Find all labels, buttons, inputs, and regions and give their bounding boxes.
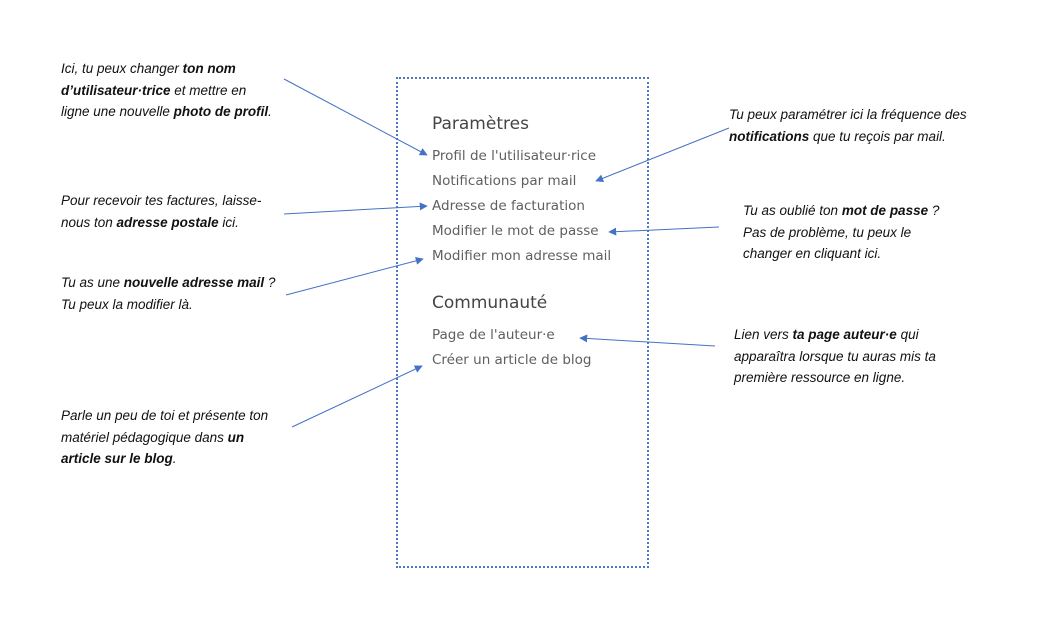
arrow-to-change-password — [608, 226, 720, 236]
annotation-text: Tu peux la modifier là. — [61, 296, 193, 312]
annotation-notifications: Tu peux paramétrer ici la fréquence des … — [729, 104, 967, 147]
menu-item-email-notifications[interactable]: Notifications par mail — [432, 173, 577, 189]
annotation-bold-text: ta page auteur·e — [792, 327, 897, 342]
annotation-bold-text: adresse postale — [116, 214, 219, 230]
annotation-bold-text: notifications — [729, 128, 810, 144]
arrow-to-notifications — [595, 127, 730, 183]
annotation-text: matériel pédagogique dans — [61, 429, 228, 445]
menu-item-author-page[interactable]: Page de l'auteur·e — [432, 327, 555, 343]
annotation-text: . — [172, 451, 177, 466]
annotation-text: Parle un peu de toi et présente ton — [61, 408, 269, 423]
annotation-bold-text: photo de profil — [173, 104, 269, 119]
annotation-bold-text: ton nom — [182, 61, 236, 76]
arrow-to-blog-article — [291, 365, 423, 428]
arrow-to-billing-address — [283, 202, 428, 215]
annotation-text: . — [268, 104, 272, 119]
annotation-text: Tu as oublié ton — [743, 203, 842, 218]
annotation-email: Tu as une nouvelle adresse mail ? Tu peu… — [61, 272, 275, 315]
annotation-text: changer en cliquant ici. — [743, 246, 882, 261]
annotation-bold-text: un — [227, 429, 245, 445]
annotation-bold-text: mot de passe — [841, 203, 929, 218]
menu-item-create-blog-article[interactable]: Créer un article de blog — [432, 352, 592, 368]
annotation-billing: Pour recevoir tes factures, laisse- nous… — [61, 190, 261, 233]
annotation-text: que tu reçois par mail. — [809, 128, 946, 144]
annotation-text: ? — [928, 203, 940, 218]
annotation-bold-text: article sur le blog — [61, 451, 173, 466]
annotation-text: Tu peux paramétrer ici la fréquence des — [729, 107, 967, 122]
settings-menu-panel — [396, 77, 649, 568]
menu-item-user-profile[interactable]: Profil de l'utilisateur·rice — [432, 148, 597, 164]
annotation-text: apparaîtra lorsque tu auras mis ta — [734, 348, 936, 364]
annotation-text: Pas de problème, tu peux le — [743, 224, 912, 240]
annotation-text: première ressource en ligne. — [734, 370, 906, 385]
arrow-to-author-page — [579, 334, 716, 347]
annotation-text: qui — [896, 327, 919, 342]
annotation-text: ? — [264, 275, 276, 290]
annotation-password: Tu as oublié ton mot de passe ? Pas de p… — [743, 200, 939, 265]
annotation-text: ligne une nouvelle — [61, 104, 174, 119]
annotation-text: Pour recevoir tes factures, laisse- — [61, 193, 262, 208]
annotation-text: Tu as une — [61, 275, 124, 290]
annotation-text: et mettre en — [170, 82, 247, 98]
menu-item-change-password[interactable]: Modifier le mot de passe — [432, 223, 599, 239]
annotation-bold-text: nouvelle adresse mail — [123, 275, 265, 290]
menu-item-change-email[interactable]: Modifier mon adresse mail — [432, 248, 612, 264]
annotation-text: Ici, tu peux changer — [61, 61, 183, 76]
annotation-text: nous ton — [61, 214, 117, 230]
annotation-profile: Ici, tu peux changer ton nom d’utilisate… — [61, 58, 272, 123]
annotation-blog: Parle un peu de toi et présente ton maté… — [61, 405, 268, 470]
annotation-author: Lien vers ta page auteur·e qui apparaîtr… — [734, 324, 936, 389]
annotation-text: Lien vers — [734, 327, 793, 342]
settings-section-title: Paramètres — [432, 114, 529, 134]
arrow-to-profile — [283, 78, 428, 156]
annotation-bold-text: d’utilisateur·trice — [61, 82, 171, 98]
arrow-to-change-email — [285, 256, 424, 296]
menu-item-billing-address[interactable]: Adresse de facturation — [432, 198, 585, 214]
annotation-text: ici. — [218, 214, 239, 230]
community-section-title: Communauté — [432, 293, 548, 313]
